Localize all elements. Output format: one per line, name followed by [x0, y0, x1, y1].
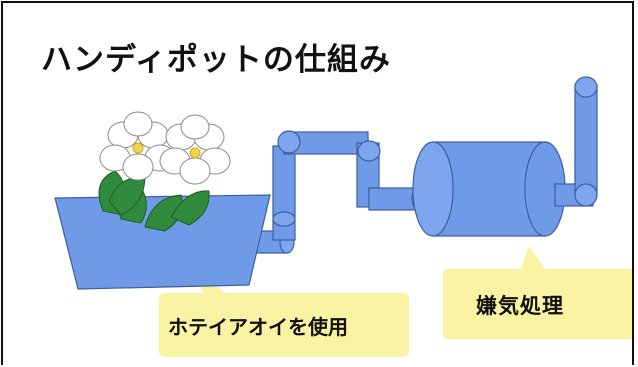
tank-label: 嫌気処理 — [476, 294, 564, 318]
plant-speech-bubble — [159, 258, 409, 357]
water-pipe — [250, 130, 427, 254]
water-hyacinth-plant — [98, 111, 231, 232]
handy-pot-diagram: .pipe { fill: #6f9ae8; stroke: #3d5f9e; … — [54, 76, 632, 357]
tank-speech-bubble — [443, 246, 632, 339]
diagram-title: ハンディポットの仕組み — [41, 42, 391, 78]
outlet-pipe — [554, 76, 598, 207]
plant-label: ホテイアオイを使用 — [168, 315, 348, 339]
flower-right — [159, 114, 231, 185]
anaerobic-tank — [412, 141, 566, 237]
